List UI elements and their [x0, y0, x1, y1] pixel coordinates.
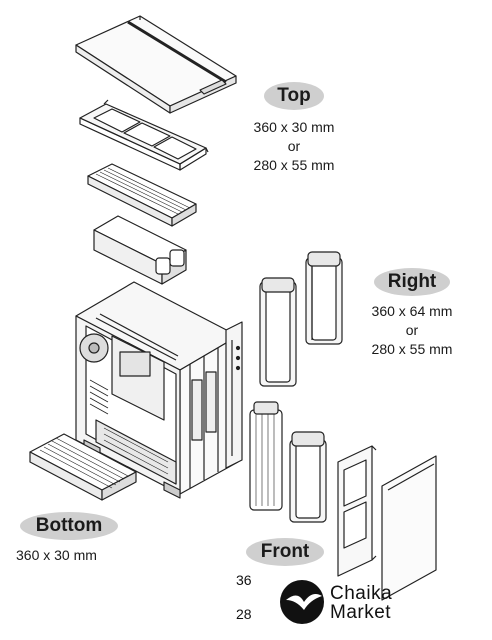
right-radiator-short — [259, 277, 297, 387]
watermark-text: Chaika Market — [330, 584, 392, 622]
bottom-radiator — [29, 433, 137, 501]
bottom-label-badge: Bottom — [20, 512, 118, 540]
top-radiator-bracket — [79, 99, 209, 171]
top-spec-line-1: 360 x 30 mm — [253, 119, 335, 135]
top-label-badge: Top — [264, 82, 324, 110]
right-spec-line-1: 360 x 64 mm — [371, 303, 453, 319]
right-spec-line-2: or — [405, 322, 419, 338]
top-spec-line-2: or — [287, 138, 301, 154]
front-radiator-slim — [249, 401, 283, 511]
watermark-logo-icon — [280, 580, 324, 624]
top-spec-line-3: 280 x 55 mm — [253, 157, 335, 173]
front-glass-panel — [381, 455, 437, 601]
right-radiator-tall — [305, 251, 343, 345]
chassis-body — [75, 281, 243, 499]
front-fan-bracket — [337, 445, 377, 577]
watermark-line-2: Market — [330, 602, 392, 623]
front-number-1: 36 — [236, 572, 252, 588]
front-radiator-thick — [289, 431, 327, 523]
front-number-2: 28 — [236, 606, 252, 622]
watermark-line-1: Chaika — [330, 583, 393, 604]
right-spec-text: 360 x 64 mm or 280 x 55 mm — [354, 302, 470, 359]
right-label-badge: Right — [374, 268, 450, 296]
right-spec-line-3: 280 x 55 mm — [371, 341, 453, 357]
top-radiator — [87, 163, 197, 227]
bottom-spec-line-1: 360 x 30 mm — [16, 547, 97, 563]
bottom-spec-text: 360 x 30 mm — [16, 546, 124, 565]
top-radiator-280 — [93, 215, 187, 285]
front-label-badge: Front — [246, 538, 324, 566]
top-spec-text: 360 x 30 mm or 280 x 55 mm — [236, 118, 352, 175]
top-cover-panel — [75, 15, 237, 114]
